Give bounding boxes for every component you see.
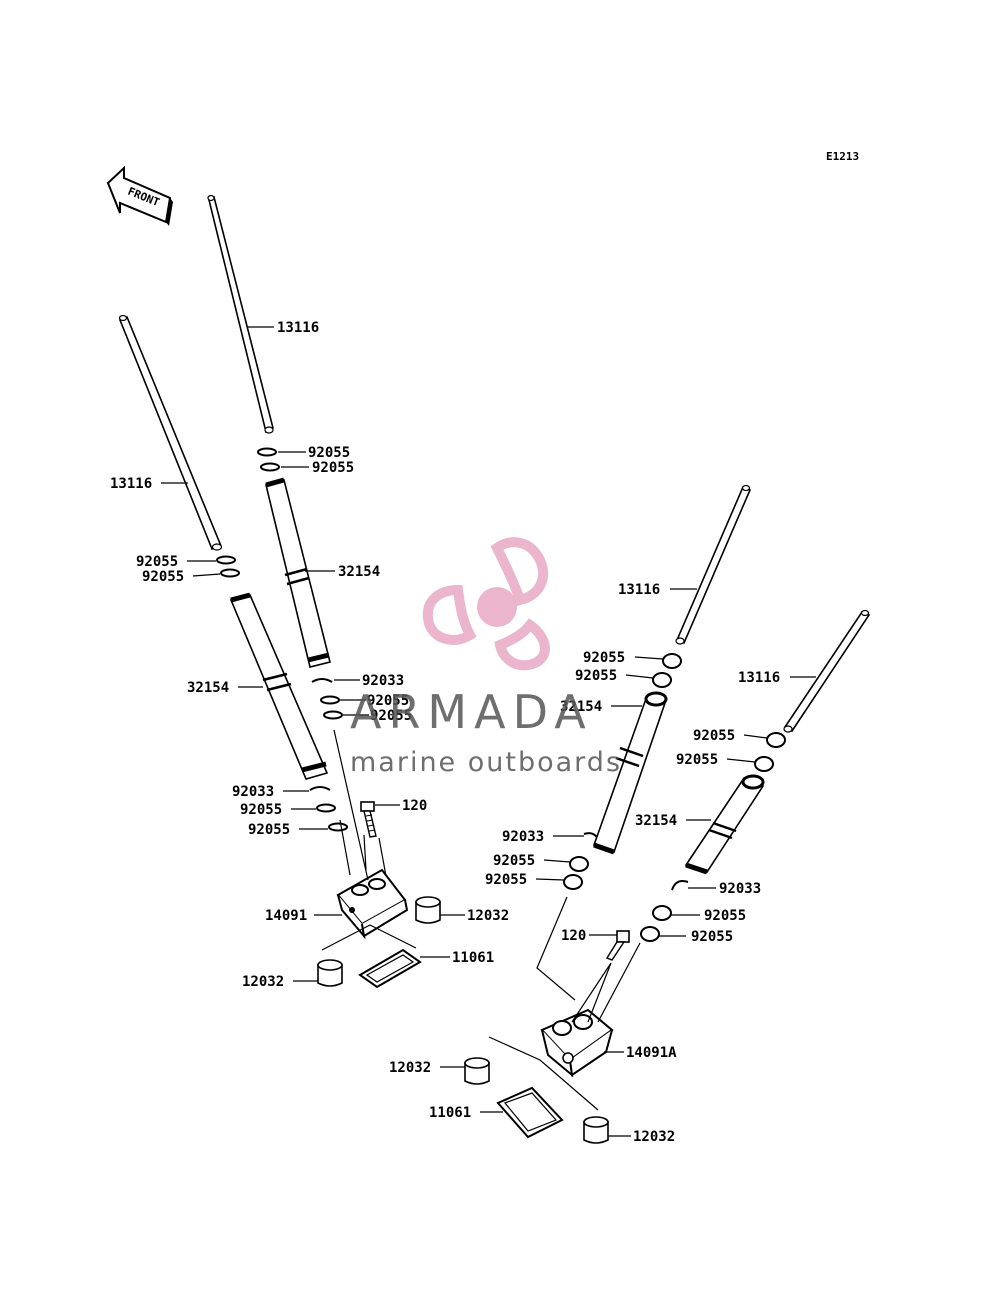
callout-13116: 13116: [277, 320, 319, 336]
callout-92033: 92033: [719, 881, 761, 897]
gasket-11061: [358, 948, 422, 989]
callout-92055: 92055: [575, 668, 617, 684]
callout-92055: 92055: [485, 872, 527, 888]
o-ring-92055: [316, 803, 336, 813]
callout-120: 120: [402, 798, 427, 814]
callout-14091A: 14091A: [626, 1045, 677, 1061]
o-ring-92055: [260, 462, 280, 472]
callout-32154: 32154: [187, 680, 229, 696]
gasket-11061: [496, 1086, 564, 1139]
armada-watermark: ARMADA marine outboards: [350, 537, 622, 778]
diagram-code: E1213: [826, 150, 859, 163]
watermark-title: ARMADA: [350, 685, 593, 739]
callout-12032: 12032: [242, 974, 284, 990]
o-ring-92055: [257, 447, 277, 457]
callout-92055: 92055: [136, 554, 178, 570]
callout-92055: 92055: [691, 929, 733, 945]
tappet-12032: [415, 896, 441, 924]
callout-12032: 12032: [389, 1060, 431, 1076]
valve-lifter-housing-14091A: [540, 1008, 614, 1078]
o-ring-92055: [320, 695, 340, 705]
circlip-92033: [311, 678, 333, 683]
o-ring-92055: [569, 856, 589, 872]
o-ring-92055: [563, 874, 583, 890]
callout-92055: 92055: [493, 853, 535, 869]
o-ring-92055: [766, 732, 786, 748]
callout-14091: 14091: [265, 908, 307, 924]
push-rod-13116: [675, 484, 752, 645]
push-rod-tube-32154: [684, 774, 765, 875]
callout-120: 120: [561, 928, 586, 944]
bolt-120: [360, 801, 377, 838]
callout-32154: 32154: [560, 699, 602, 715]
callout-92055: 92055: [312, 460, 354, 476]
tappet-12032: [464, 1057, 490, 1085]
callout-11061: 11061: [452, 950, 494, 966]
callout-13116: 13116: [110, 476, 152, 492]
callout-12032: 12032: [467, 908, 509, 924]
o-ring-92055: [323, 710, 343, 720]
tappet-12032: [583, 1116, 609, 1144]
push-rod-tube-32154: [265, 477, 331, 668]
callout-13116: 13116: [618, 582, 660, 598]
callout-92055: 92055: [583, 650, 625, 666]
callout-13116: 13116: [738, 670, 780, 686]
o-ring-92055: [640, 926, 660, 942]
callout-92055: 92055: [240, 802, 282, 818]
callout-12032: 12032: [633, 1129, 675, 1145]
callout-92055: 92055: [308, 445, 350, 461]
push-rod-13116: [207, 194, 274, 434]
callout-92033: 92033: [362, 673, 404, 689]
callout-92055: 92055: [676, 752, 718, 768]
watermark-subtitle: marine outboards: [350, 747, 622, 778]
o-ring-92055: [652, 672, 672, 688]
callout-92033: 92033: [502, 829, 544, 845]
o-ring-92055: [662, 653, 682, 669]
callout-92055: 92055: [693, 728, 735, 744]
o-ring-92055: [328, 822, 348, 832]
callout-32154: 32154: [338, 564, 380, 580]
callout-11061: 11061: [429, 1105, 471, 1121]
o-ring-92055: [220, 568, 240, 578]
callout-32154: 32154: [635, 813, 677, 829]
o-ring-92055: [216, 555, 236, 565]
o-ring-92055: [754, 756, 774, 772]
callout-92055: 92055: [142, 569, 184, 585]
push-rod-13116: [783, 609, 871, 733]
push-rod-13116: [118, 314, 223, 551]
push-rod-tube-32154: [229, 592, 329, 780]
bolt-120: [605, 930, 630, 961]
tappet-12032: [317, 959, 343, 987]
o-ring-92055: [652, 905, 672, 921]
circlip-92033: [309, 786, 331, 791]
callout-92033: 92033: [232, 784, 274, 800]
callout-92055: 92055: [367, 693, 409, 709]
circlip-92033: [671, 880, 689, 891]
callout-92055: 92055: [704, 908, 746, 924]
callout-92055: 92055: [248, 822, 290, 838]
callout-92055: 92055: [370, 708, 412, 724]
push-rod-tube-32154: [592, 691, 668, 855]
front-arrow-icon: FRONT: [106, 165, 173, 226]
propeller-logo-icon: [422, 537, 550, 671]
